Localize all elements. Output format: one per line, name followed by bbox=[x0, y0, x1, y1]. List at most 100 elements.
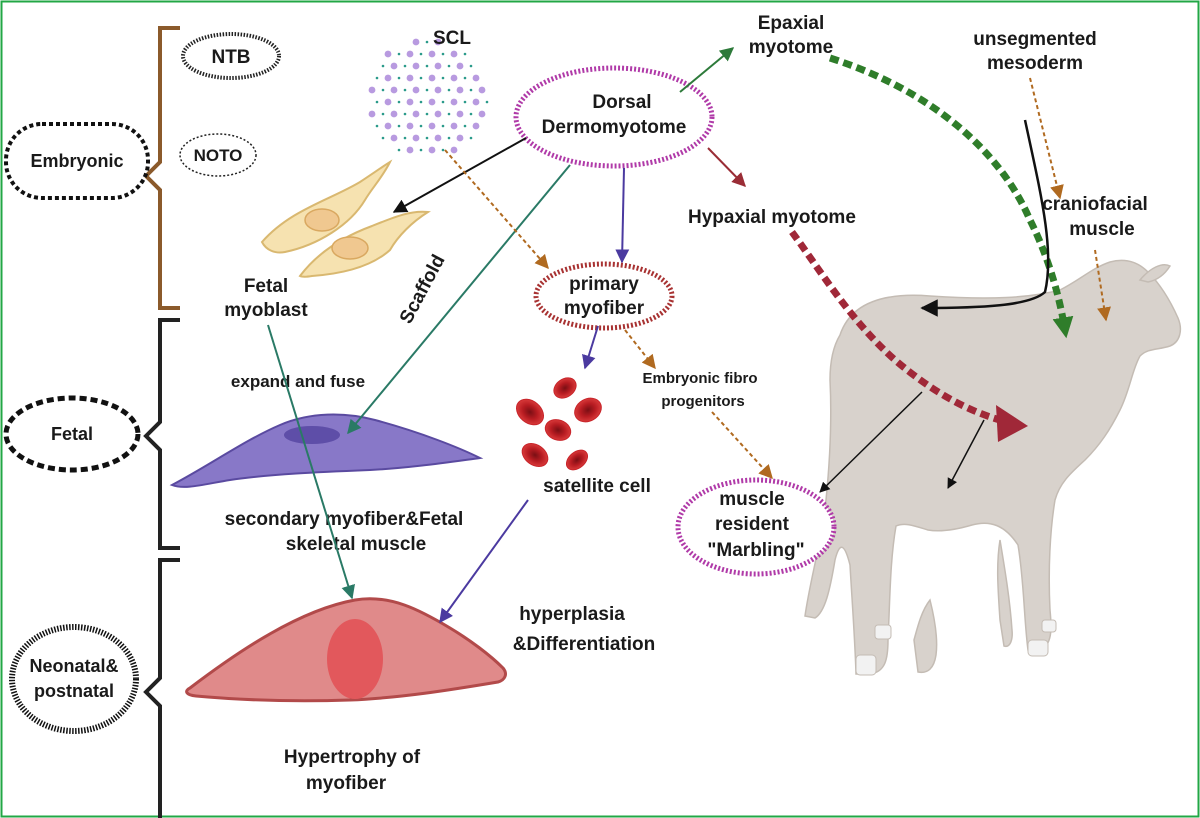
scl-dot bbox=[406, 122, 414, 130]
scl-dot bbox=[397, 148, 401, 152]
embryonic-bracket bbox=[143, 26, 180, 310]
scl-dot bbox=[419, 148, 423, 152]
scl-dot bbox=[428, 50, 436, 58]
scl-dot bbox=[403, 136, 407, 140]
scl-dot bbox=[428, 122, 436, 130]
scl-dot bbox=[406, 146, 414, 154]
scl-dot bbox=[441, 76, 445, 80]
scl-dot bbox=[384, 74, 392, 82]
scl-dot bbox=[390, 86, 398, 94]
neonatal-bracket bbox=[143, 558, 180, 818]
scl-dot bbox=[472, 74, 480, 82]
arrow-satellite-to-hypertrophy bbox=[439, 499, 529, 624]
unsegmented-label-1: unsegmented bbox=[973, 29, 1097, 50]
scl-dot bbox=[456, 86, 464, 94]
hyperplasia-label-1: hyperplasia bbox=[519, 604, 625, 625]
scl-dot bbox=[403, 112, 407, 116]
fetal-myoblast-cells bbox=[260, 159, 431, 278]
scl-dot bbox=[419, 124, 423, 128]
scl-dot bbox=[397, 124, 401, 128]
scl-dot bbox=[412, 62, 420, 70]
arrow-dorsal-to-primary bbox=[615, 167, 630, 264]
scl-dot bbox=[463, 124, 467, 128]
arrow-fibro-to-marbling bbox=[711, 411, 773, 480]
scl-dot bbox=[381, 64, 385, 68]
scl-dot bbox=[447, 136, 451, 140]
scl-dot bbox=[381, 112, 385, 116]
scl-dot bbox=[428, 74, 436, 82]
hyperplasia-label-2: &Differentiation bbox=[513, 634, 656, 655]
stage-neonatal-label-2: postnatal bbox=[34, 681, 114, 701]
marbling-node: muscle resident "Marbling" bbox=[675, 477, 837, 577]
ntb-label: NTB bbox=[211, 47, 250, 68]
scl-dot bbox=[381, 136, 385, 140]
scl-dot bbox=[419, 100, 423, 104]
hypertrophy-label-1: Hypertrophy of bbox=[284, 747, 421, 768]
fetal-myoblast-label-1: Fetal bbox=[244, 276, 288, 297]
scl-dot bbox=[412, 38, 420, 46]
scl-dot bbox=[472, 122, 480, 130]
scl-dot bbox=[390, 62, 398, 70]
stage-embryonic: Embryonic bbox=[4, 122, 150, 200]
arrow-cow-to-marbling bbox=[819, 391, 923, 493]
scl-dot bbox=[478, 86, 486, 94]
scl-dot bbox=[406, 74, 414, 82]
scl-dot bbox=[412, 86, 420, 94]
arrow-craniofacial-to-head bbox=[1094, 249, 1111, 322]
scl-dot bbox=[428, 98, 436, 106]
scl-dot bbox=[441, 148, 445, 152]
arrow-unsegmented-to-craniofacial bbox=[1029, 77, 1064, 200]
scl-dot bbox=[390, 134, 398, 142]
arrow-cow-to-belly bbox=[947, 419, 985, 489]
secondary-label-1: secondary myofiber&Fetal bbox=[225, 509, 464, 530]
scl-dot bbox=[419, 76, 423, 80]
scl-dot bbox=[375, 124, 379, 128]
scl-dot bbox=[434, 86, 442, 94]
scl-dot bbox=[403, 88, 407, 92]
scl-dot bbox=[450, 74, 458, 82]
scl-dot bbox=[469, 136, 473, 140]
arrow-epaxial-thick bbox=[828, 54, 1074, 339]
scl-dot bbox=[450, 122, 458, 130]
scl-dot bbox=[450, 98, 458, 106]
scl-dot bbox=[384, 122, 392, 130]
scl-dot bbox=[463, 52, 467, 56]
scl-dot bbox=[447, 40, 451, 44]
dorsal-dermomyotome-node: Dorsal Dermomyotome bbox=[513, 65, 715, 169]
scl-dot bbox=[441, 124, 445, 128]
arrow-primary-to-fibro bbox=[624, 329, 656, 370]
satellite-label: satellite cell bbox=[543, 476, 651, 497]
arrow-dorsal-to-epaxial bbox=[679, 47, 735, 93]
scl-dot bbox=[397, 52, 401, 56]
scl-dot bbox=[412, 134, 420, 142]
scl-dot bbox=[425, 64, 429, 68]
arrow-scl-to-primary bbox=[444, 149, 549, 270]
noto-node: NOTO bbox=[179, 133, 257, 177]
arrow-dorsal-to-myoblast bbox=[392, 137, 527, 213]
arrow-scaffold bbox=[347, 164, 571, 435]
unsegmented-label-2: mesoderm bbox=[987, 53, 1083, 74]
scl-dot bbox=[434, 62, 442, 70]
scl-dot bbox=[434, 110, 442, 118]
primary-label-2: myofiber bbox=[564, 298, 645, 319]
scaffold-label: Scaffold bbox=[396, 251, 450, 327]
satellite-cells bbox=[516, 377, 602, 471]
scl-dot bbox=[441, 52, 445, 56]
fetal-bracket bbox=[143, 318, 180, 550]
hypaxial-label: Hypaxial myotome bbox=[688, 207, 856, 228]
dorsal-label-2: Dermomyotome bbox=[542, 117, 687, 138]
scl-dot bbox=[419, 52, 423, 56]
primary-label-1: primary bbox=[569, 274, 639, 295]
marbling-label-3: "Marbling" bbox=[707, 540, 804, 561]
scl-dot bbox=[375, 100, 379, 104]
craniofacial-label-2: muscle bbox=[1069, 219, 1134, 240]
scl-dot bbox=[428, 146, 436, 154]
scl-dot bbox=[469, 88, 473, 92]
scl-dot bbox=[381, 88, 385, 92]
scl-dot bbox=[425, 88, 429, 92]
dorsal-label-1: Dorsal bbox=[592, 92, 651, 113]
scl-dot bbox=[456, 62, 464, 70]
craniofacial-label-1: craniofacial bbox=[1042, 194, 1148, 215]
